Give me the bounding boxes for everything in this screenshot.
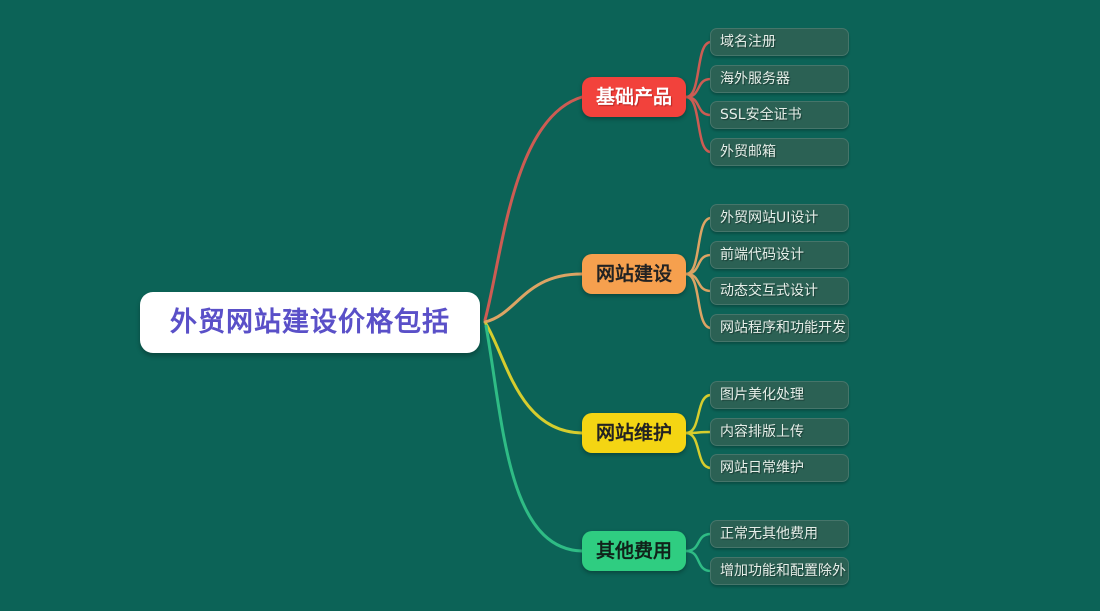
branch-child-link	[684, 95, 713, 154]
child-node[interactable]: 前端代码设计	[710, 241, 849, 269]
child-node[interactable]: 外贸网站UI设计	[710, 204, 849, 232]
child-node[interactable]: 正常无其他费用	[710, 520, 849, 548]
child-node[interactable]: 内容排版上传	[710, 418, 849, 446]
root-branch-link-website-construction	[483, 272, 584, 324]
branch-child-link	[684, 549, 713, 573]
branch-child-link	[684, 77, 713, 99]
branch-child-link	[684, 272, 713, 293]
branch-node-website-maintenance[interactable]: 网站维护	[582, 413, 686, 453]
branch-child-link	[684, 40, 713, 99]
branch-child-link	[684, 95, 713, 117]
branch-child-link	[684, 431, 713, 470]
child-node[interactable]: 网站日常维护	[710, 454, 849, 482]
branch-node-other-costs[interactable]: 其他费用	[582, 531, 686, 571]
child-node[interactable]: 域名注册	[710, 28, 849, 56]
child-node[interactable]: 动态交互式设计	[710, 277, 849, 305]
root-branch-link-basic-products	[483, 95, 584, 322]
root-branch-link-other-costs	[484, 324, 584, 553]
branch-child-link	[684, 393, 713, 435]
branch-child-link	[684, 253, 713, 276]
child-node[interactable]: SSL安全证书	[710, 101, 849, 129]
branch-child-link	[684, 272, 713, 330]
child-node[interactable]: 增加功能和配置除外	[710, 557, 849, 585]
branch-node-website-construction[interactable]: 网站建设	[582, 254, 686, 294]
branch-child-link	[684, 430, 713, 435]
child-node[interactable]: 外贸邮箱	[710, 138, 849, 166]
child-node[interactable]: 图片美化处理	[710, 381, 849, 409]
child-node[interactable]: 海外服务器	[710, 65, 849, 93]
child-node[interactable]: 网站程序和功能开发	[710, 314, 849, 342]
root-branch-link-website-maintenance	[484, 322, 584, 435]
root-node[interactable]: 外贸网站建设价格包括	[140, 292, 480, 353]
branch-node-basic-products[interactable]: 基础产品	[582, 77, 686, 117]
branch-child-link	[684, 216, 713, 276]
branch-child-link	[684, 532, 713, 553]
